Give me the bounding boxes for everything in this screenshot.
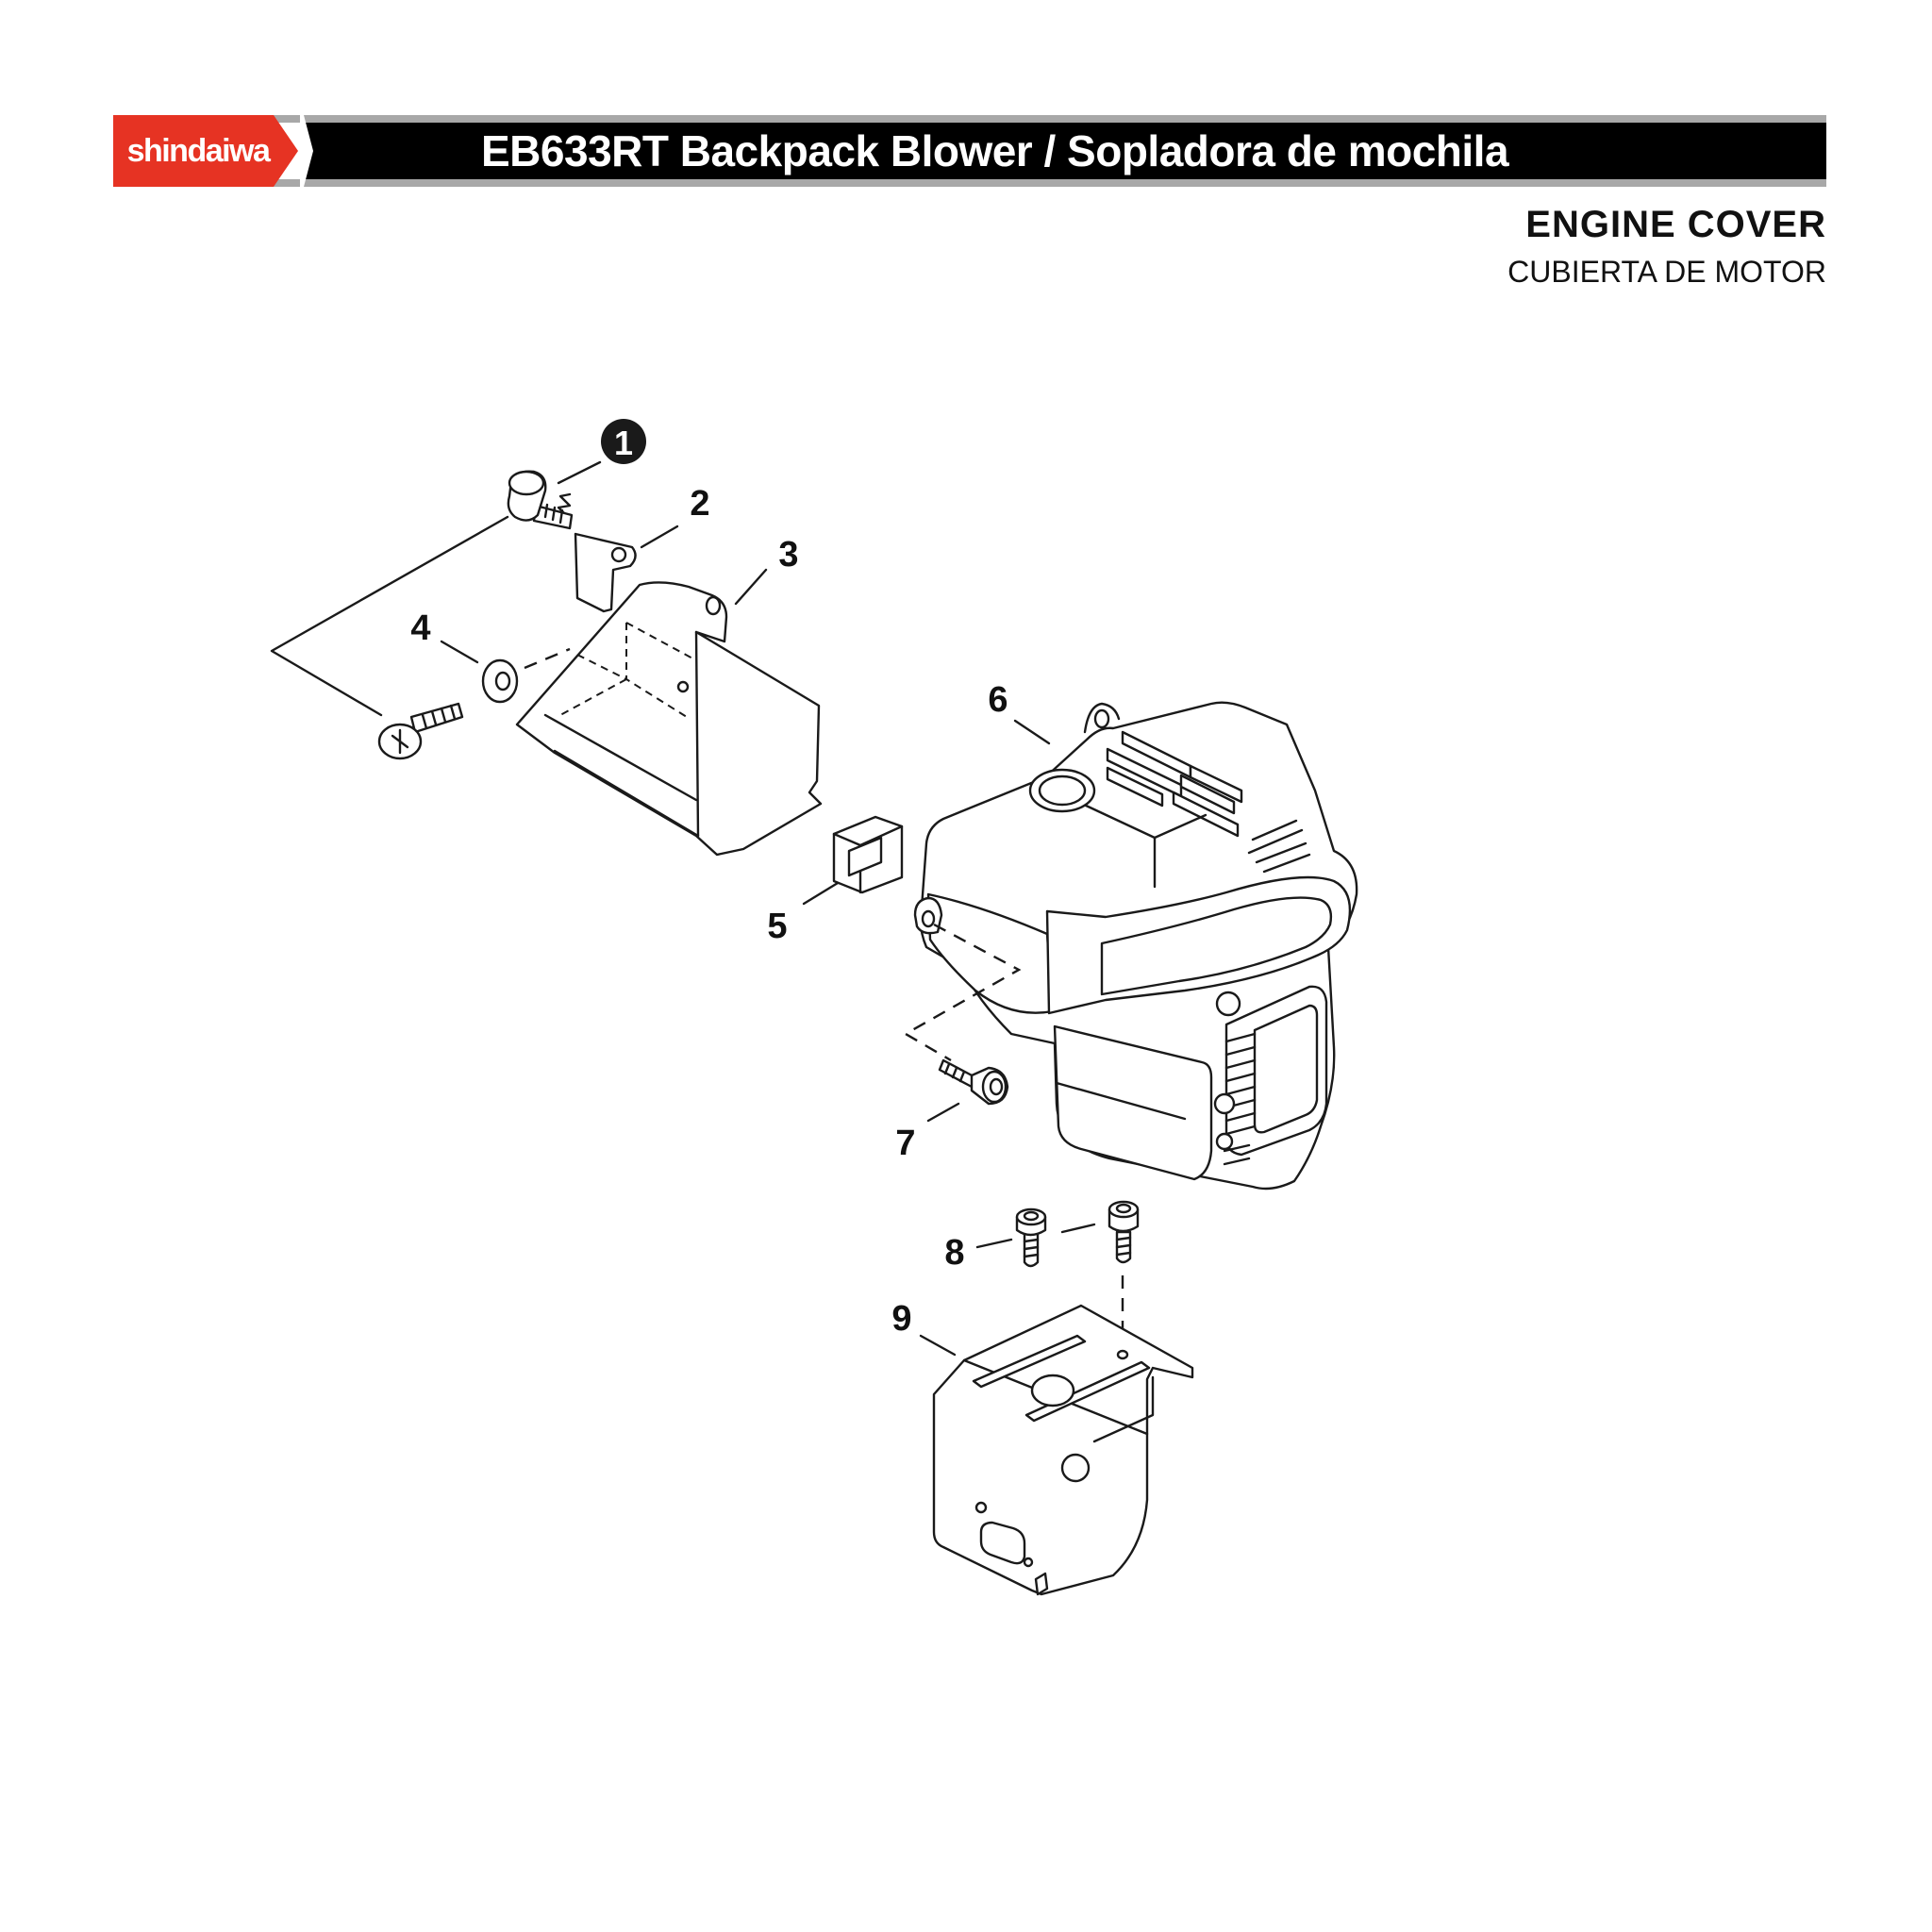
callout-2: 2: [690, 484, 709, 524]
part-1-screw-top: [507, 470, 574, 530]
callout-7: 7: [895, 1124, 915, 1163]
part-8-bolt-left: [1015, 1208, 1047, 1268]
title-bar: [302, 123, 1826, 179]
callout-5: 5: [767, 907, 787, 946]
part-8-bolt-right: [1108, 1200, 1140, 1264]
callout-4: 4: [410, 608, 430, 648]
part-7-axis: [903, 923, 1022, 1062]
callout-1-badge: [601, 419, 646, 464]
banner-top-rule: [113, 115, 1826, 123]
leader-1: [557, 460, 602, 485]
banner-bottom-rule: [113, 179, 1826, 187]
part-1-bracket-line: [270, 515, 509, 717]
part-4-washer: [481, 658, 519, 704]
leader-7: [926, 1102, 960, 1123]
page-title: EB633RT Backpack Blower / Sopladora de m…: [481, 126, 1509, 175]
callout-3: 3: [778, 535, 798, 575]
part-9-plate: [932, 1304, 1194, 1596]
section-title: ENGINE COVER: [1525, 204, 1826, 245]
callout-6: 6: [988, 680, 1008, 720]
leader-3: [734, 568, 768, 606]
part-2-bracket: [574, 532, 637, 613]
leader-5: [802, 881, 840, 906]
leader-8a: [975, 1238, 1013, 1249]
part-7-bolt: [938, 1058, 1009, 1106]
header-banner: shindaiwa EB633RT Backpack Blower / Sopl…: [113, 115, 1826, 187]
part-4-axis: [524, 647, 571, 670]
leader-4: [440, 640, 479, 664]
section-subtitle: CUBIERTA DE MOTOR: [1507, 255, 1826, 289]
callout-8: 8: [944, 1233, 964, 1273]
callout-9: 9: [891, 1299, 911, 1339]
leader-6: [1013, 719, 1051, 745]
shindaiwa-logo: shindaiwa: [113, 115, 298, 187]
part-6-engine-cover: [913, 701, 1358, 1191]
leader-2: [640, 525, 679, 549]
part-1-screw-bottom: [377, 702, 464, 760]
part-3-shroud: [515, 581, 823, 857]
part-5-grommet: [832, 815, 904, 894]
leader-8b: [1060, 1223, 1096, 1234]
callout-1: 1: [614, 424, 633, 462]
leader-9: [919, 1334, 957, 1357]
logo-text: shindaiwa: [126, 133, 271, 169]
